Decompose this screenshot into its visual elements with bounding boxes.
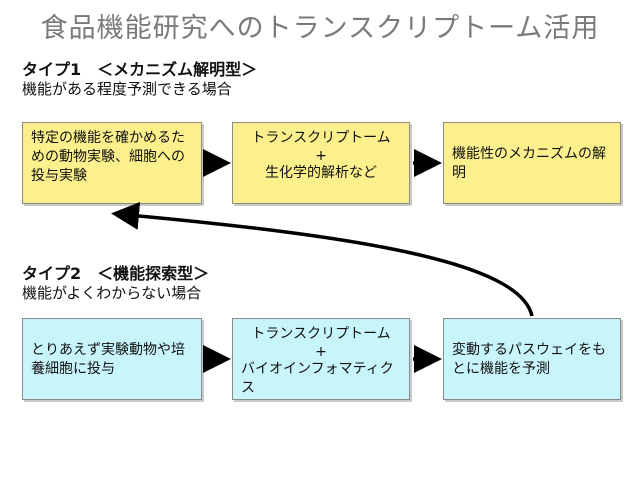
diagram-title: 食品機能研究へのトランスクリプトーム活用 <box>40 13 600 44</box>
type2-box-pathway: 変動するパスウェイをもとに機能を予測 <box>443 318 621 400</box>
type1-box-experiment-text: 特定の機能を確かめるための動物実験、細胞への投与実験 <box>31 130 185 184</box>
type1-box-transcriptome-plus: + <box>315 148 327 164</box>
type1-subtitle: 機能がある程度予測できる場合 <box>22 80 232 98</box>
type1-box-transcriptome-line2: 生化学的解析など <box>265 165 377 181</box>
type1-box-mechanism: 機能性のメカニズムの解明 <box>443 122 621 204</box>
type2-box-transcriptome: トランスクリプトーム + バイオインフォマティクス <box>232 318 410 400</box>
type2-heading: タイプ2 ＜機能探索型＞ <box>22 264 210 283</box>
type2-box-administration: とりあえず実験動物や培養細胞に投与 <box>22 318 202 400</box>
type2-box-transcriptome-line1: トランスクリプトーム <box>251 326 391 342</box>
type1-box-transcriptome-line1: トランスクリプトーム <box>251 130 391 146</box>
feedback-curve-arrow <box>111 201 534 317</box>
type1-box-mechanism-text: 機能性のメカニズムの解明 <box>452 146 606 181</box>
type1-box-transcriptome: トランスクリプトーム + 生化学的解析など <box>232 122 410 204</box>
type1-heading: タイプ1 ＜メカニズム解明型＞ <box>22 60 258 79</box>
type2-box-pathway-text: 変動するパスウェイをもとに機能を予測 <box>452 342 606 377</box>
type2-box-transcriptome-plus: + <box>315 344 327 360</box>
type2-subtitle: 機能がよくわからない場合 <box>22 284 202 302</box>
type2-box-transcriptome-line2: バイオインフォマティクス <box>241 361 394 396</box>
type2-box-administration-text: とりあえず実験動物や培養細胞に投与 <box>31 342 185 377</box>
